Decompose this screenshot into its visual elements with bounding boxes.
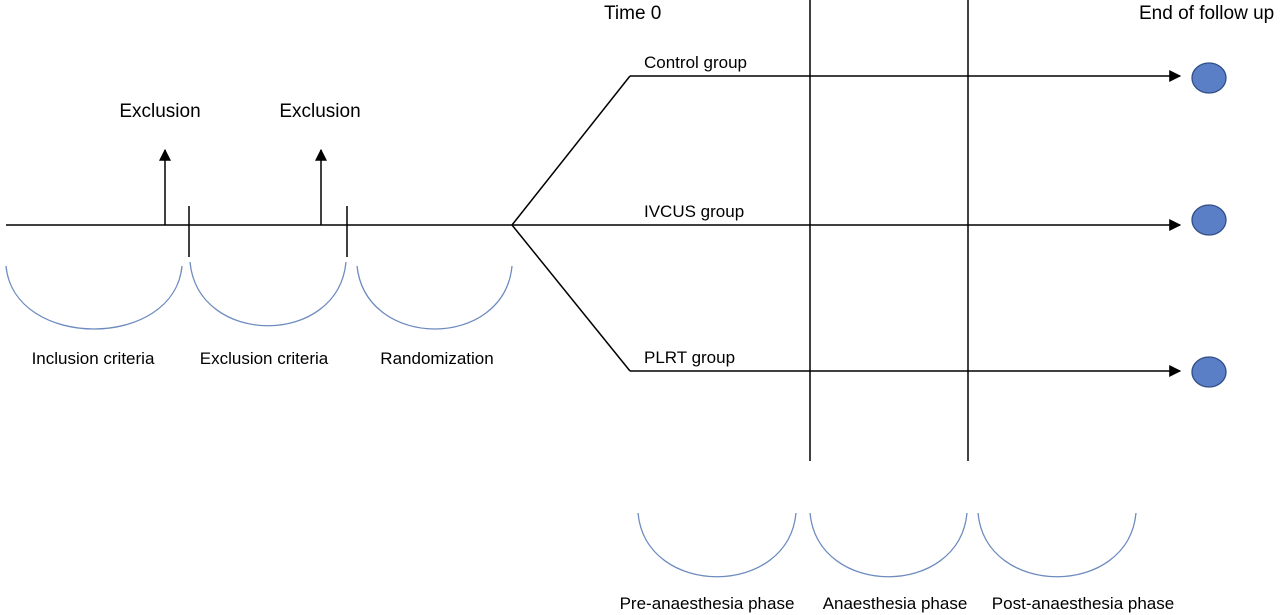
exclusion-criteria-label: Exclusion criteria [200,349,329,368]
post-anaesthesia-label: Post-anaesthesia phase [992,594,1174,613]
control-group-label: Control group [644,53,747,72]
ivcus-endpoint-dot [1191,204,1227,236]
randomization-label: Randomization [380,349,493,368]
anaesthesia-bracket [809,512,968,578]
plrt-endpoint-dot [1191,356,1227,388]
time-zero-label: Time 0 [604,3,661,24]
exclusion-label-2: Exclusion [279,101,360,122]
post-anaesthesia-bracket [977,512,1137,578]
ivcus-group-label: IVCUS group [644,202,744,221]
inclusion-criteria-label: Inclusion criteria [32,349,155,368]
pre-anaesthesia-bracket [637,512,797,578]
control-endpoint-dot [1191,62,1227,94]
exclusion-label-1: Exclusion [119,101,200,122]
branch-control [511,75,631,226]
randomization-bracket [356,265,513,330]
pre-anaesthesia-label: Pre-anaesthesia phase [620,594,795,613]
inclusion-criteria-bracket [5,265,183,330]
anaesthesia-label: Anaesthesia phase [823,594,968,613]
branch-plrt [511,224,631,372]
plrt-group-label: PLRT group [644,348,735,367]
end-of-follow-up-label: End of follow up [1139,3,1274,24]
exclusion-criteria-bracket [189,261,347,327]
